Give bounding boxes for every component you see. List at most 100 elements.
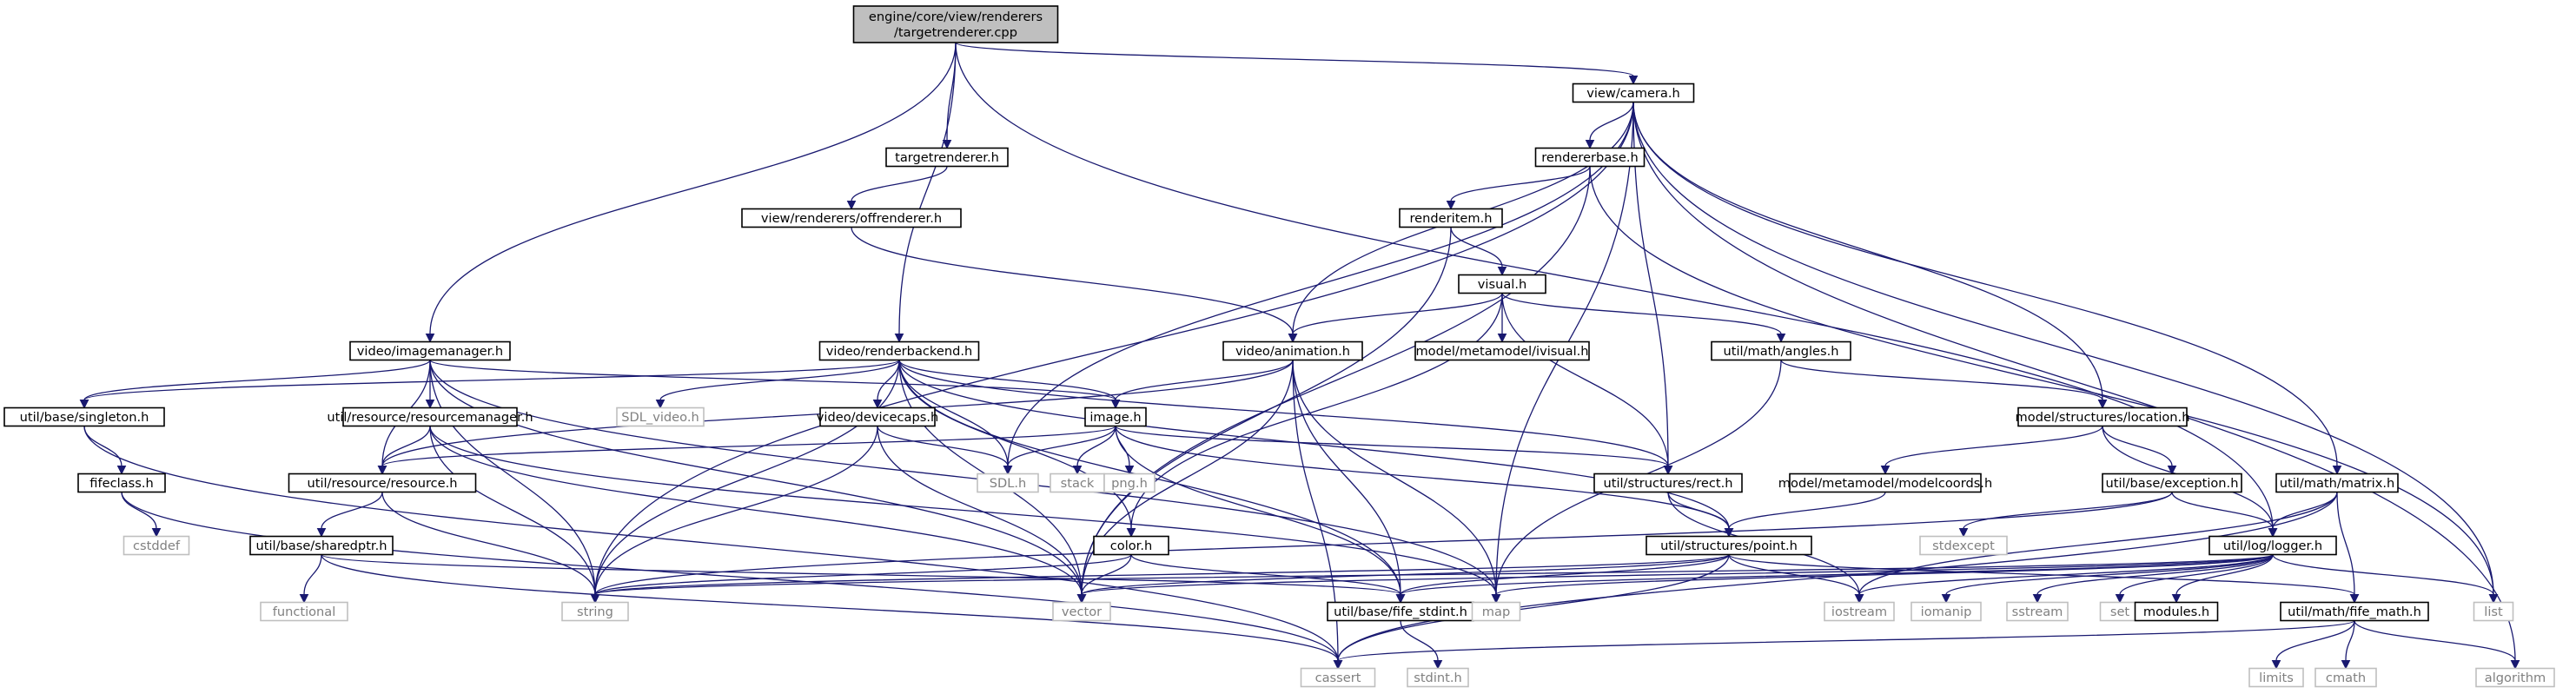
node-vector[interactable]: vector (1052, 601, 1111, 622)
node-resource[interactable]: util/resource/resource.h (288, 473, 477, 493)
node-label: util/structures/rect.h (1603, 476, 1732, 491)
edge-image-to-rect (1115, 425, 1673, 475)
node-label: video/animation.h (1235, 344, 1350, 359)
node-sdl-h[interactable]: SDL.h (977, 473, 1039, 493)
node-set[interactable]: set (2099, 601, 2141, 622)
edge-imagemanager-to-singleton (79, 359, 431, 409)
node-sdl-video[interactable]: SDL_video.h (616, 406, 705, 427)
node-label: fifeclass.h (89, 476, 153, 491)
node-imagemanager[interactable]: video/imagemanager.h (349, 340, 511, 361)
node-targetrenderer-h[interactable]: targetrenderer.h (885, 147, 1009, 168)
node-string[interactable]: string (561, 601, 629, 622)
node-cmath[interactable]: cmath (2314, 667, 2377, 688)
node-label: cmath (2326, 671, 2366, 685)
node-label: set (2110, 605, 2130, 619)
node-point[interactable]: util/structures/point.h (1646, 535, 1812, 556)
node-resourcemanager[interactable]: util/resource/resourcemanager.h (327, 406, 533, 427)
node-matrix[interactable]: util/math/matrix.h (2275, 473, 2399, 493)
edge-fife_math-to-limits (2271, 620, 2355, 670)
edge-exception-to-logger (2171, 492, 2278, 538)
node-image[interactable]: image.h (1084, 406, 1147, 427)
node-color[interactable]: color.h (1093, 535, 1169, 556)
node-rect[interactable]: util/structures/rect.h (1593, 473, 1743, 493)
node-cassert[interactable]: cassert (1300, 667, 1376, 688)
node-label: /targetrenderer.cpp (894, 25, 1017, 40)
edge-logger-to-iomanip (1941, 553, 2274, 604)
node-label: view/renderers/offrenderer.h (761, 211, 942, 226)
node-label: video/devicecaps.h (817, 410, 938, 425)
node-map[interactable]: map (1471, 601, 1521, 622)
node-fife-math[interactable]: util/math/fife_math.h (2280, 601, 2429, 622)
node-root[interactable]: engine/core/view/renderers/targetrendere… (852, 5, 1059, 43)
edge-offrenderer-to-animation (851, 227, 1298, 343)
edge-rect-to-point (1667, 492, 1734, 538)
edge-renderitem-to-visual (1450, 227, 1507, 276)
node-label: image.h (1089, 410, 1141, 425)
node-angles[interactable]: util/math/angles.h (1711, 340, 1851, 361)
node-animation[interactable]: video/animation.h (1222, 340, 1363, 361)
edge-renderbackend-to-rect (898, 360, 1673, 475)
edge-fife_math-to-cassert (1333, 619, 2355, 670)
node-ivisual[interactable]: model/metamodel/ivisual.h (1414, 340, 1590, 361)
node-visual[interactable]: visual.h (1458, 274, 1546, 294)
edge-visual-to-rect (1501, 293, 1673, 475)
node-location[interactable]: model/structures/location.h (2016, 406, 2190, 427)
node-limits[interactable]: limits (2248, 667, 2304, 688)
nodes-layer: engine/core/view/renderers/targetrendere… (3, 5, 2555, 688)
node-rendererbase[interactable]: rendererbase.h (1534, 147, 1646, 168)
node-stdexcept[interactable]: stdexcept (1919, 535, 2008, 556)
node-fifeclass[interactable]: fifeclass.h (77, 473, 166, 493)
node-label: algorithm (2485, 671, 2546, 685)
node-png[interactable]: png.h (1103, 473, 1156, 493)
node-label: util/resource/resourcemanager.h (327, 410, 533, 425)
node-renderitem[interactable]: renderitem.h (1399, 208, 1503, 228)
node-modules[interactable]: modules.h (2134, 601, 2219, 622)
node-label: view/camera.h (1586, 86, 1680, 101)
node-label: list (2484, 605, 2503, 619)
node-sharedptr[interactable]: util/base/sharedptr.h (249, 535, 394, 556)
node-label: targetrenderer.h (895, 150, 999, 165)
node-label: color.h (1110, 539, 1152, 553)
node-sstream[interactable]: sstream (2006, 601, 2069, 622)
node-functional[interactable]: functional (260, 601, 348, 622)
node-cstddef[interactable]: cstddef (123, 535, 190, 556)
node-label: png.h (1111, 476, 1148, 491)
node-label: util/base/exception.h (2106, 476, 2239, 491)
node-label: cstddef (133, 539, 181, 553)
node-algorithm[interactable]: algorithm (2475, 667, 2555, 688)
node-label: modules.h (2143, 605, 2209, 619)
node-singleton[interactable]: util/base/singleton.h (3, 406, 165, 427)
node-renderbackend[interactable]: video/renderbackend.h (818, 340, 980, 361)
node-iomanip[interactable]: iomanip (1910, 601, 1982, 622)
node-label: video/imagemanager.h (357, 344, 503, 359)
edge-logger-to-string (590, 553, 2274, 604)
edge-root-to-camera (955, 42, 1639, 85)
edge-logger-to-sstream (2032, 554, 2274, 604)
node-stack[interactable]: stack (1050, 473, 1105, 493)
node-devicecaps[interactable]: video/devicecaps.h (817, 406, 938, 427)
node-label: rendererbase.h (1541, 150, 1638, 165)
node-label: model/structures/location.h (2016, 410, 2190, 425)
edge-renderbackend-to-singleton (79, 359, 900, 409)
node-logger[interactable]: util/log/logger.h (2208, 535, 2337, 556)
edge-logger-to-set (2115, 554, 2274, 604)
node-stdint[interactable]: stdint.h (1407, 667, 1469, 688)
edge-logger-to-vector (1076, 553, 2274, 604)
node-label: util/resource/resource.h (307, 476, 457, 491)
edge-root-to-renderbackend (894, 42, 957, 343)
edge-renderbackend-to-image (898, 360, 1121, 409)
node-modelcoords[interactable]: model/metamodel/modelcoords.h (1778, 473, 1992, 493)
edge-targetrenderer_h-to-offrenderer (846, 166, 948, 210)
node-list[interactable]: list (2473, 601, 2514, 622)
node-label: sstream (2012, 605, 2063, 619)
node-exception[interactable]: util/base/exception.h (2102, 473, 2242, 493)
edge-camera-to-rendererbase (1585, 102, 1634, 149)
node-label: stdexcept (1932, 539, 1995, 553)
edge-root-to-logger (955, 42, 2278, 538)
node-fife-stdint[interactable]: util/base/fife_stdint.h (1327, 601, 1474, 622)
edge-image-to-resource (377, 425, 1116, 475)
node-offrenderer[interactable]: view/renderers/offrenderer.h (741, 208, 962, 228)
node-iostream[interactable]: iostream (1824, 601, 1895, 622)
node-camera[interactable]: view/camera.h (1572, 83, 1695, 103)
